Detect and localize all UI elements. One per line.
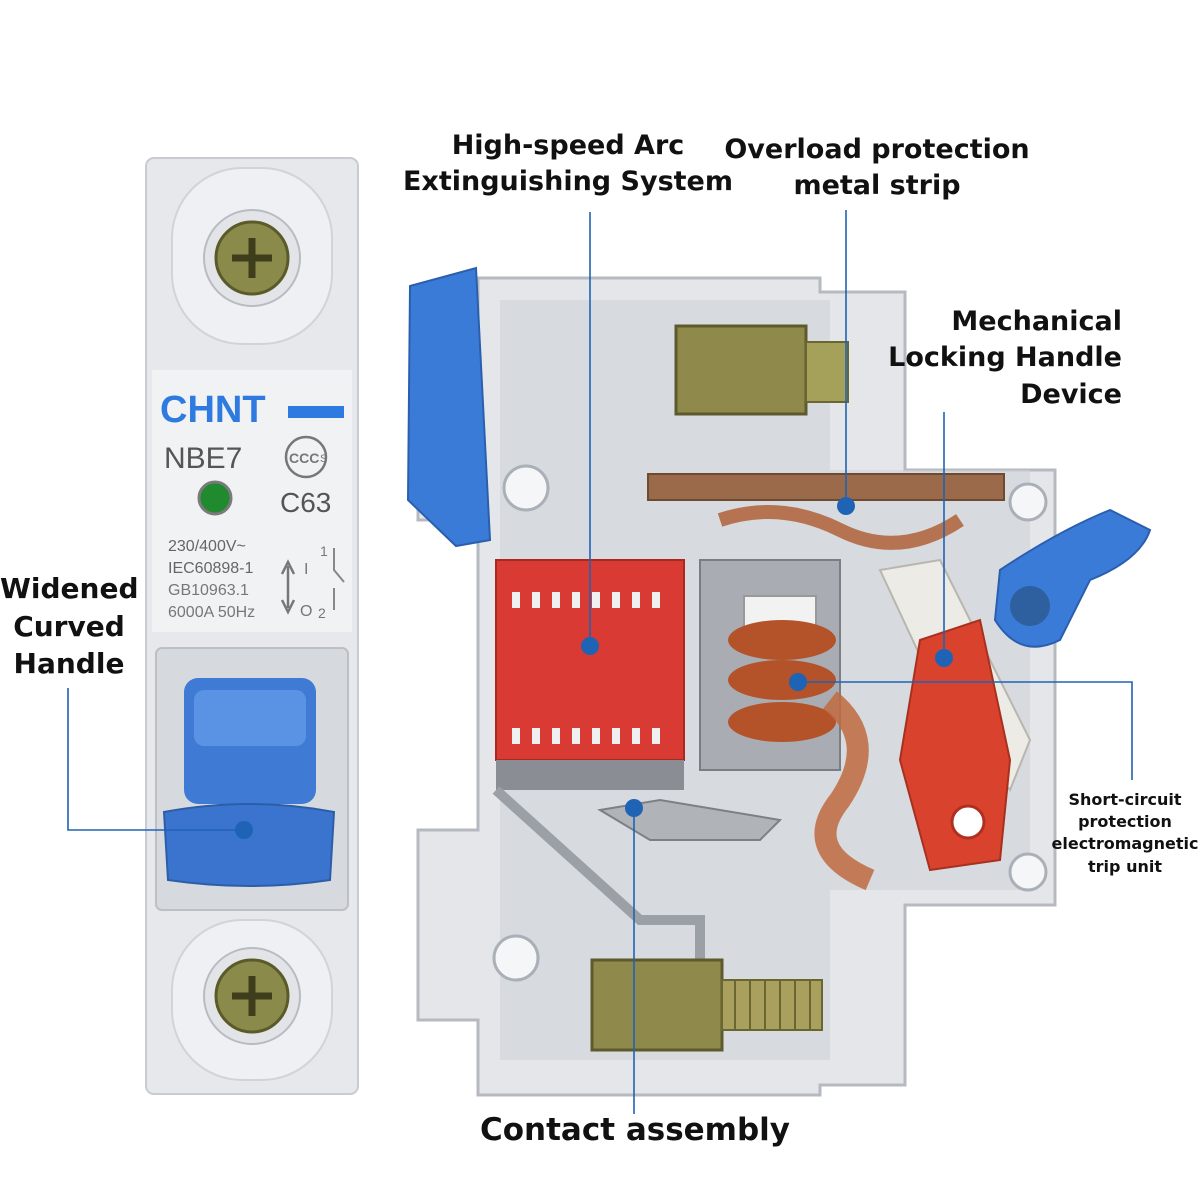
switch-off-text: O: [300, 603, 312, 620]
top-latch: [406, 266, 492, 548]
cert-sub-text: S: [320, 453, 327, 465]
callout-dots: [581, 497, 953, 817]
on-off-arrow-icon: [280, 559, 296, 615]
callout-overload-line-2: metal strip: [793, 170, 961, 202]
callout-contact-label: Contact assembly: [479, 1112, 790, 1148]
callout-short-circuit-line-3: electromagnetic: [1051, 834, 1199, 854]
braided-wire-bottom: [814, 691, 875, 891]
callout-overload-line-1: Overload protection: [724, 134, 1030, 165]
bottom-terminal-clamp: [590, 958, 724, 1052]
mount-hole-icon: [1008, 852, 1048, 892]
status-indicator-icon: [197, 480, 233, 516]
callout-arc-line-2: Extinguishing System: [402, 166, 733, 198]
switch-on-text: I: [304, 561, 308, 578]
contact-arm: [597, 798, 783, 841]
spec-line-1: 230/400V~: [168, 538, 246, 555]
locking-handle-pivot-icon: [1010, 586, 1050, 626]
callout-short-circuit-line-1: Short-circuit: [1068, 790, 1182, 809]
bottom-screw-thread-icon: [734, 980, 811, 1030]
callout-short-circuit-line-2: protection: [1078, 812, 1172, 832]
cert-mark-icon: [284, 435, 328, 479]
braided-wire-top: [717, 505, 964, 550]
pin-top-text: 1: [320, 543, 328, 559]
callout-locking-line-2: Locking Handle: [888, 342, 1122, 374]
brand-logo: CHNT: [160, 389, 266, 431]
contact-rail: [492, 786, 705, 960]
callout-arc-label: High-speed Arc Extinguishing System: [400, 130, 736, 199]
callout-short-circuit-label: Short-circuit protection electromagnetic…: [1050, 790, 1200, 876]
rating-text: C63: [280, 487, 331, 518]
callout-locking-line-3: Device: [1020, 378, 1122, 410]
coil-winding: [728, 702, 836, 742]
coil-winding: [728, 620, 836, 660]
spec-line-4: 6000A 50Hz: [168, 604, 255, 621]
trip-pivot-icon: [950, 804, 986, 840]
mount-hole-icon: [502, 464, 550, 512]
overload-metal-strip: [647, 473, 1005, 501]
callout-handle-line-3: Handle: [13, 647, 125, 681]
bottom-terminal-screw: [721, 979, 823, 1031]
callout-lines: [67, 210, 1133, 1114]
bottom-screw-slot-icon: [232, 976, 272, 1016]
handle-upper-shade: [194, 690, 306, 746]
callout-arc-line-1: High-speed Arc: [451, 130, 685, 161]
callout-locking-line-1: Mechanical: [951, 306, 1122, 337]
spec-line-2: IEC60898-1: [168, 560, 253, 577]
spec-line-3: GB10963.1: [168, 582, 249, 599]
coil-winding: [728, 660, 836, 700]
mount-hole-icon: [492, 934, 540, 982]
callout-overload-label: Overload protection metal strip: [722, 134, 1032, 203]
top-terminal-screw: [805, 341, 849, 403]
cert-mark-text: CCC: [289, 450, 319, 466]
circuit-symbol-icon: [333, 548, 345, 610]
callout-locking-label: Mechanical Locking Handle Device: [880, 306, 1122, 411]
arc-chute-base: [496, 760, 684, 790]
pin-bottom-text: 2: [318, 605, 326, 621]
callout-handle-label: Widened Curved Handle: [0, 572, 138, 681]
widened-curved-handle[interactable]: [162, 803, 336, 887]
mount-hole-icon: [1008, 482, 1048, 522]
model-text: NBE7: [164, 442, 242, 475]
arc-chute-plates: [512, 592, 660, 744]
callout-handle-line-2: Curved: [13, 609, 125, 643]
brand-bar: [288, 406, 344, 418]
top-terminal-clamp: [674, 324, 808, 416]
callout-short-circuit-line-4: trip unit: [1088, 856, 1162, 876]
top-screw-slot-icon: [232, 238, 272, 278]
callout-handle-line-1: Widened: [0, 572, 139, 605]
